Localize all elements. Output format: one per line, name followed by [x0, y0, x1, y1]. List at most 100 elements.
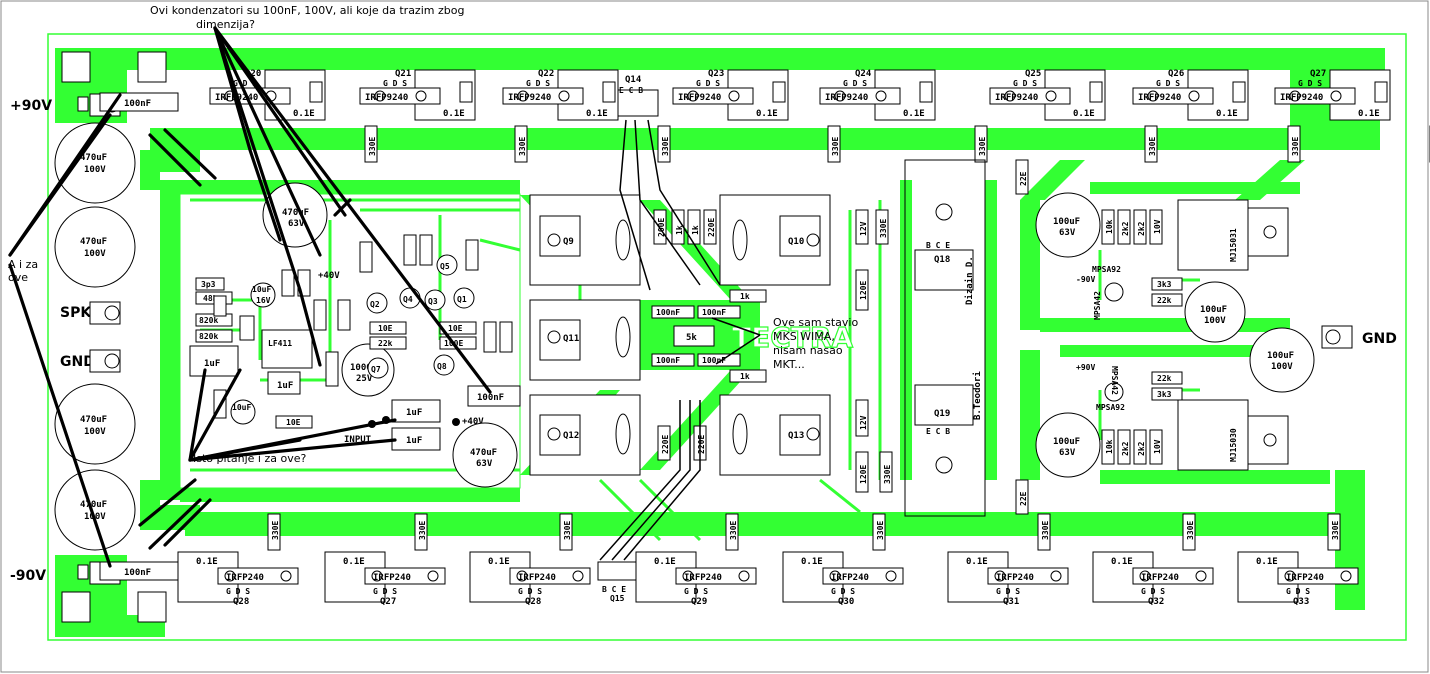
svg-text:Q18: Q18	[934, 255, 950, 265]
psu-capacitors: 100nF 100nF 470uF 100V 470uF 100V 470uF …	[54, 92, 179, 581]
svg-text:330E: 330E	[876, 521, 885, 540]
svg-text:100nF: 100nF	[702, 308, 726, 317]
svg-text:Q28: Q28	[525, 597, 541, 607]
annotation-texts: Ovi kondenzatori su 100nF, 100V, ali koj…	[8, 4, 858, 465]
svg-text:63V: 63V	[476, 459, 493, 469]
svg-text:10k: 10k	[1105, 439, 1114, 454]
svg-text:Q29: Q29	[691, 597, 707, 607]
svg-text:IRFP240: IRFP240	[996, 573, 1034, 583]
svg-text:E C B: E C B	[619, 86, 643, 95]
svg-text:0.1E: 0.1E	[1073, 109, 1095, 119]
svg-text:Q5: Q5	[440, 262, 450, 271]
svg-text:IRFP9240: IRFP9240	[508, 93, 551, 103]
left-terminals	[61, 51, 167, 623]
svg-text:330E: 330E	[879, 219, 888, 238]
svg-text:0.1E: 0.1E	[1111, 557, 1133, 567]
svg-text:22k: 22k	[378, 339, 393, 348]
annotation-right-line3: nisam nasao	[773, 344, 843, 357]
svg-text:220E: 220E	[661, 435, 670, 454]
svg-text:0.1E: 0.1E	[443, 109, 465, 119]
svg-text:Q33: Q33	[1293, 597, 1309, 607]
gnd-left-label: GND	[60, 354, 95, 370]
svg-text:100nF: 100nF	[124, 99, 151, 109]
plus-90v-label: +90V	[10, 98, 52, 114]
svg-text:100uF: 100uF	[1267, 351, 1294, 361]
svg-text:Q3: Q3	[428, 297, 438, 306]
svg-text:330E: 330E	[729, 521, 738, 540]
svg-text:0.1E: 0.1E	[343, 557, 365, 567]
svg-text:470uF: 470uF	[80, 153, 107, 163]
svg-text:IRFP9240: IRFP9240	[678, 93, 721, 103]
annotation-right: Ove sam stavio	[773, 316, 858, 329]
svg-text:470uF: 470uF	[80, 415, 107, 425]
svg-text:Q31: Q31	[1003, 597, 1019, 607]
svg-text:G D S: G D S	[684, 587, 708, 596]
svg-text:1k: 1k	[675, 225, 684, 235]
svg-text:Q23: Q23	[708, 69, 724, 79]
svg-text:1k: 1k	[691, 225, 700, 235]
svg-text:G D S: G D S	[526, 79, 550, 88]
svg-text:330E: 330E	[661, 137, 670, 156]
svg-text:330E: 330E	[271, 521, 280, 540]
svg-text:Q14: Q14	[625, 75, 642, 85]
svg-text:Q22: Q22	[538, 69, 554, 79]
svg-text:48k: 48k	[203, 294, 218, 303]
svg-text:B.Teodori: B.Teodori	[972, 371, 983, 420]
brand-text: TECTRA	[732, 321, 853, 354]
svg-text:12V: 12V	[859, 415, 868, 430]
svg-text:2k2: 2k2	[1137, 221, 1146, 236]
svg-text:G D S: G D S	[518, 587, 542, 596]
svg-text:3p3: 3p3	[201, 280, 216, 289]
svg-text:0.1E: 0.1E	[1256, 557, 1278, 567]
svg-text:IRFP240: IRFP240	[831, 573, 869, 583]
svg-text:100uF: 100uF	[1200, 305, 1227, 315]
svg-text:Q4: Q4	[403, 295, 413, 304]
svg-text:MJ15031: MJ15031	[1229, 228, 1238, 262]
svg-text:Q26: Q26	[1168, 69, 1184, 79]
svg-text:330E: 330E	[1041, 521, 1050, 540]
svg-text:100nF: 100nF	[477, 393, 504, 403]
svg-text:G D S: G D S	[696, 79, 720, 88]
svg-text:Dizain D.: Dizain D.	[964, 256, 975, 305]
svg-text:10uF: 10uF	[232, 403, 251, 412]
svg-text:63V: 63V	[1059, 448, 1076, 458]
svg-text:330E: 330E	[831, 137, 840, 156]
svg-text:5k: 5k	[686, 333, 697, 343]
svg-text:120E: 120E	[859, 281, 868, 300]
svg-text:IRFP9240: IRFP9240	[1138, 93, 1181, 103]
svg-text:Q7: Q7	[371, 365, 381, 374]
svg-text:63V: 63V	[288, 219, 305, 229]
svg-text:3k3: 3k3	[1157, 280, 1172, 289]
svg-text:Q8: Q8	[437, 362, 447, 371]
svg-text:100uF: 100uF	[1053, 437, 1080, 447]
svg-text:G D S: G D S	[1156, 79, 1180, 88]
svg-text:Q21: Q21	[395, 69, 411, 79]
svg-text:G D S: G D S	[831, 587, 855, 596]
rail-labels: +90V -90V SPK GND GND	[10, 98, 1397, 584]
svg-text:120E: 120E	[859, 465, 868, 484]
svg-text:3k3: 3k3	[1157, 390, 1172, 399]
svg-text:IRFP9240: IRFP9240	[995, 93, 1038, 103]
svg-text:MPSA42: MPSA42	[1110, 366, 1119, 395]
svg-text:MJ15030: MJ15030	[1229, 428, 1238, 462]
svg-text:100V: 100V	[84, 165, 106, 175]
svg-text:470uF: 470uF	[470, 448, 497, 458]
svg-text:10E: 10E	[378, 324, 393, 333]
svg-text:IRFP240: IRFP240	[226, 573, 264, 583]
svg-text:100V: 100V	[84, 427, 106, 437]
svg-text:G D S: G D S	[373, 587, 397, 596]
annotation-left-line2: ove	[8, 271, 28, 284]
annotation-right-line2: MKS WIMA,	[773, 330, 835, 343]
svg-text:0.1E: 0.1E	[1216, 109, 1238, 119]
svg-text:100V: 100V	[1204, 316, 1226, 326]
svg-text:100nF: 100nF	[702, 356, 726, 365]
svg-text:G D S: G D S	[383, 79, 407, 88]
